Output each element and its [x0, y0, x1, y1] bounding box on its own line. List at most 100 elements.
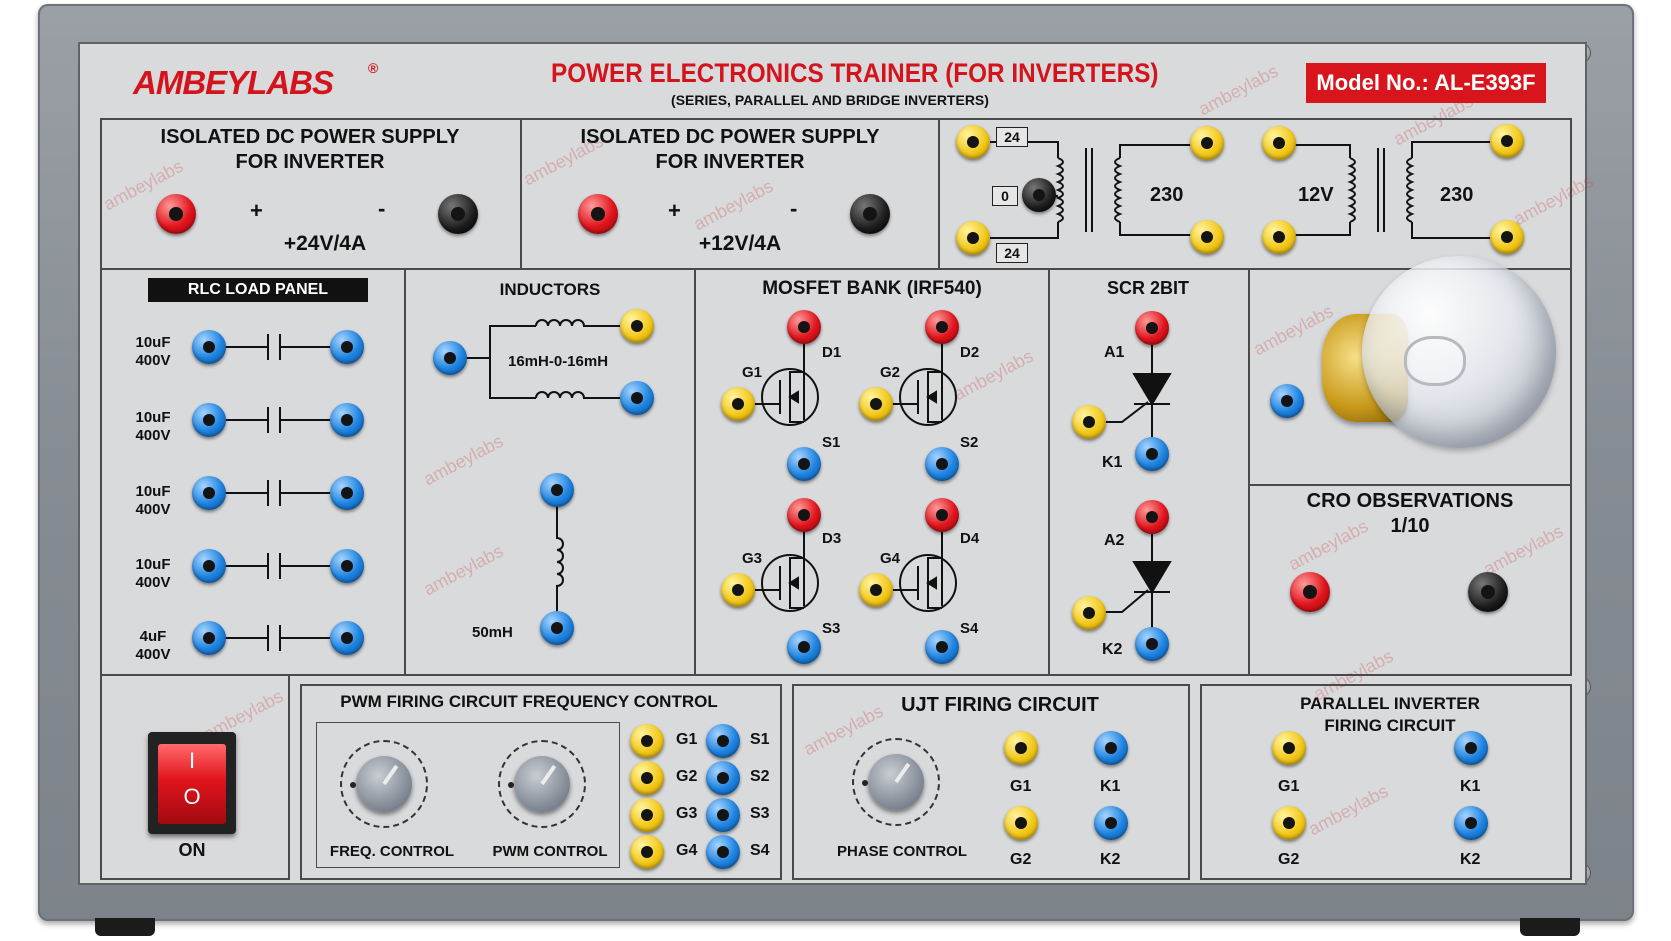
front-panel [78, 42, 1587, 885]
freq-control-knob[interactable] [340, 740, 428, 828]
xfmr1-tap-0-terminal[interactable] [1022, 178, 1056, 212]
pwm-s3-label: S3 [750, 805, 770, 822]
xfmr1-tap-24-top-terminal[interactable] [956, 125, 990, 159]
inductor-tapped-label: 16mH-0-16mH [508, 353, 609, 370]
scr-g2-terminal[interactable] [1072, 596, 1106, 630]
mosfet-s4-terminal[interactable] [925, 630, 959, 664]
ujt-g2-label: G2 [1010, 851, 1032, 868]
mosfet-s1-terminal[interactable] [787, 447, 821, 481]
pwm-s4-terminal[interactable] [706, 835, 740, 869]
dc-12v-minus-sign: - [790, 196, 798, 221]
pwm-knob-group [316, 722, 620, 868]
mosfet-d2-terminal[interactable] [925, 310, 959, 344]
pwm-g2-terminal[interactable] [630, 761, 664, 795]
lamp-terminal[interactable] [1270, 384, 1304, 418]
mosfet-g2-terminal[interactable] [859, 387, 893, 421]
pwm-s2-terminal[interactable] [706, 761, 740, 795]
xfmr1-230-bottom-terminal[interactable] [1190, 220, 1224, 254]
mosfet-s2-terminal[interactable] [925, 447, 959, 481]
parallel-firing-section [1200, 684, 1572, 880]
cap3-right-terminal[interactable] [330, 476, 364, 510]
inductor-bottom-terminal[interactable] [620, 381, 654, 415]
mosfet-g3-terminal[interactable] [721, 573, 755, 607]
xfmr1-tap-24-bottom-terminal[interactable] [956, 221, 990, 255]
dc-12v-negative-terminal[interactable] [850, 194, 890, 234]
ujt-k2-terminal[interactable] [1094, 806, 1128, 840]
pwm-g3-terminal[interactable] [630, 798, 664, 832]
cap5-left-terminal[interactable] [192, 621, 226, 655]
mosfet-g1-terminal[interactable] [721, 387, 755, 421]
power-switch[interactable]: I O [148, 732, 236, 834]
dc-24v-positive-terminal[interactable] [156, 194, 196, 234]
mosfet-d1-terminal[interactable] [787, 310, 821, 344]
registered-mark: ® [368, 60, 379, 76]
parallel-k1-terminal[interactable] [1454, 731, 1488, 765]
parallel-g1-terminal[interactable] [1272, 731, 1306, 765]
parallel-k2-terminal[interactable] [1454, 806, 1488, 840]
scr-a2-terminal[interactable] [1135, 500, 1169, 534]
mosfet-s3-terminal[interactable] [787, 630, 821, 664]
dc-supply-24v-title-line1: ISOLATED DC POWER SUPPLY [160, 126, 460, 148]
ujt-g2-terminal[interactable] [1004, 806, 1038, 840]
pwm-s3-terminal[interactable] [706, 798, 740, 832]
mosfet-g4-terminal[interactable] [859, 573, 893, 607]
xfmr2-230-bottom-terminal[interactable] [1490, 220, 1524, 254]
ujt-section-title: UJT FIRING CIRCUIT [901, 694, 1099, 716]
pwm-g3-label: G3 [676, 805, 698, 822]
pwm-g1-label: G1 [676, 731, 698, 748]
dc-12v-rating: +12V/4A [698, 232, 782, 255]
cap2-left-terminal[interactable] [192, 403, 226, 437]
phase-control-knob[interactable] [852, 738, 940, 826]
cap5-right-terminal[interactable] [330, 621, 364, 655]
dc-12v-positive-terminal[interactable] [578, 194, 618, 234]
parallel-g1-label: G1 [1278, 778, 1300, 795]
mosfet-d4-terminal[interactable] [925, 498, 959, 532]
dc-24v-negative-terminal[interactable] [438, 194, 478, 234]
inductor-50mh-top-terminal[interactable] [540, 473, 574, 507]
xfmr2-230-top-terminal[interactable] [1490, 124, 1524, 158]
pwm-control-label: PWM CONTROL [492, 843, 608, 860]
xfmr1-tap-center-label: 0 [992, 186, 1018, 206]
scr-g1-terminal[interactable] [1072, 405, 1106, 439]
cap1-right-terminal[interactable] [330, 330, 364, 364]
cro-ground-terminal[interactable] [1468, 572, 1508, 612]
xfmr2-12v-top-terminal[interactable] [1262, 126, 1296, 160]
xfmr1-230-top-terminal[interactable] [1190, 126, 1224, 160]
cap1-left-terminal[interactable] [192, 330, 226, 364]
scr-k2-terminal[interactable] [1135, 627, 1169, 661]
cap4-left-terminal[interactable] [192, 549, 226, 583]
inductor-center-tap-terminal[interactable] [433, 341, 467, 375]
mosfet-d3-terminal[interactable] [787, 498, 821, 532]
pwm-s2-label: S2 [750, 768, 770, 785]
xfmr2-12v-bottom-terminal[interactable] [1262, 220, 1296, 254]
cro-section [1248, 484, 1572, 676]
brand-logo: AMBEYLABS [133, 64, 334, 101]
dc-supply-24v-title-line2: FOR INVERTER [235, 151, 385, 173]
cro-positive-terminal[interactable] [1290, 572, 1330, 612]
cap3-left-terminal[interactable] [192, 476, 226, 510]
power-switch-rocker[interactable]: I O [158, 744, 226, 824]
scr-a1-terminal[interactable] [1135, 311, 1169, 345]
parallel-g2-label: G2 [1278, 851, 1300, 868]
cap5-voltage: 400V [135, 646, 171, 663]
cap4-right-terminal[interactable] [330, 549, 364, 583]
ujt-g1-terminal[interactable] [1004, 731, 1038, 765]
mosfet-s3-label: S3 [822, 620, 841, 637]
cap2-right-terminal[interactable] [330, 403, 364, 437]
xfmr2-230-label: 230 [1440, 184, 1474, 206]
ujt-k1-terminal[interactable] [1094, 731, 1128, 765]
scr-k1-terminal[interactable] [1135, 437, 1169, 471]
parallel-g2-terminal[interactable] [1272, 806, 1306, 840]
inductor-50mh-bottom-terminal[interactable] [540, 611, 574, 645]
xfmr2-12v-label: 12V [1298, 184, 1334, 206]
ujt-g1-label: G1 [1010, 778, 1032, 795]
dc-24v-rating: +24V/4A [283, 232, 367, 255]
cabinet-foot [1520, 918, 1580, 936]
pwm-control-knob[interactable] [498, 740, 586, 828]
pwm-s1-terminal[interactable] [706, 724, 740, 758]
mosfet-d4-label: D4 [960, 530, 980, 547]
pwm-g4-terminal[interactable] [630, 835, 664, 869]
inductor-top-terminal[interactable] [620, 309, 654, 343]
pwm-g1-terminal[interactable] [630, 724, 664, 758]
mosfet-s1-label: S1 [822, 434, 841, 451]
